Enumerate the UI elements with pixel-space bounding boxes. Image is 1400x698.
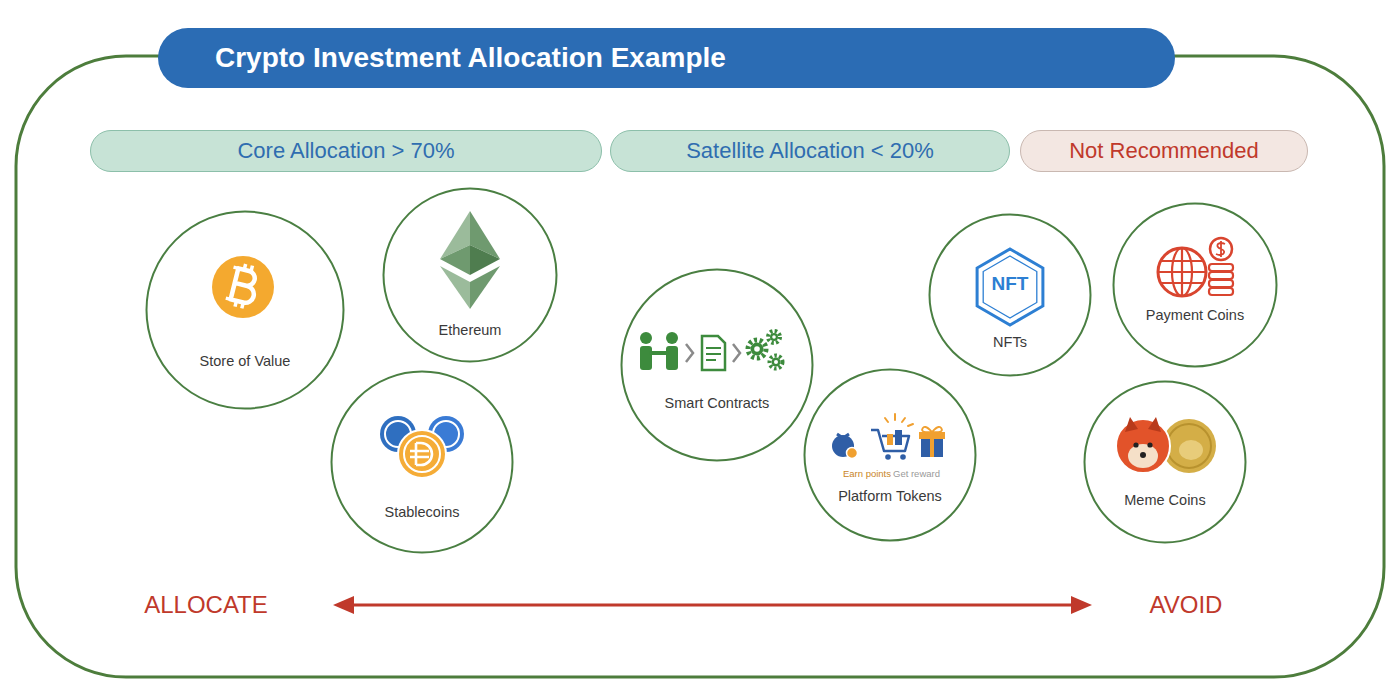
platform-tokens-circle: Earn pointsGet rewardPlatform Tokens: [803, 368, 977, 542]
core-allocation-pill: Core Allocation > 70%: [90, 130, 602, 172]
payment-coins-circle: Payment Coins: [1112, 202, 1278, 368]
outer-frame: [16, 56, 1384, 677]
stablecoins-circle: Stablecoins: [330, 370, 514, 554]
circle-outline: [620, 268, 814, 462]
category-label: NFTs: [941, 333, 1079, 351]
not-recommended-pill: Not Recommended: [1020, 130, 1308, 172]
column-heading: Not Recommended: [1069, 138, 1259, 164]
category-label: Ethereum: [396, 321, 544, 339]
circle-outline: [330, 370, 514, 554]
category-label: Platform Tokens: [817, 487, 963, 505]
meme-coins-circle: Meme Coins: [1083, 380, 1247, 544]
icon-caption: Earn points: [821, 465, 891, 483]
column-heading: Core Allocation > 70%: [237, 138, 454, 164]
column-heading: Satellite Allocation < 20%: [686, 138, 934, 164]
icon-caption: Get reward: [893, 465, 959, 483]
store-of-value-circle: Store of Value: [145, 210, 345, 410]
ethereum-circle: Ethereum: [382, 187, 558, 363]
circle-outline: [1112, 202, 1278, 368]
allocate-label: ALLOCATE: [106, 591, 306, 619]
nfts-circle: NFT NFTs: [928, 213, 1092, 377]
category-label: Meme Coins: [1096, 491, 1234, 509]
category-label: Stablecoins: [345, 503, 500, 521]
circle-outline: [145, 210, 345, 410]
icon-letters: NFT: [941, 275, 1079, 293]
circle-outline: [928, 213, 1092, 377]
category-label: Payment Coins: [1125, 306, 1264, 324]
category-label: Store of Value: [161, 352, 329, 370]
diagram-title: Crypto Investment Allocation Example: [158, 28, 1175, 88]
title-bar: Crypto Investment Allocation Example: [158, 28, 1175, 88]
avoid-label: AVOID: [1086, 591, 1286, 619]
satellite-allocation-pill: Satellite Allocation < 20%: [610, 130, 1010, 172]
circle-outline: [803, 368, 977, 542]
category-label: Smart Contracts: [636, 394, 799, 412]
smart-contracts-circle: Smart Contracts: [620, 268, 814, 462]
circle-outline: [1083, 380, 1247, 544]
allocate-avoid-arrow: [333, 596, 1092, 614]
